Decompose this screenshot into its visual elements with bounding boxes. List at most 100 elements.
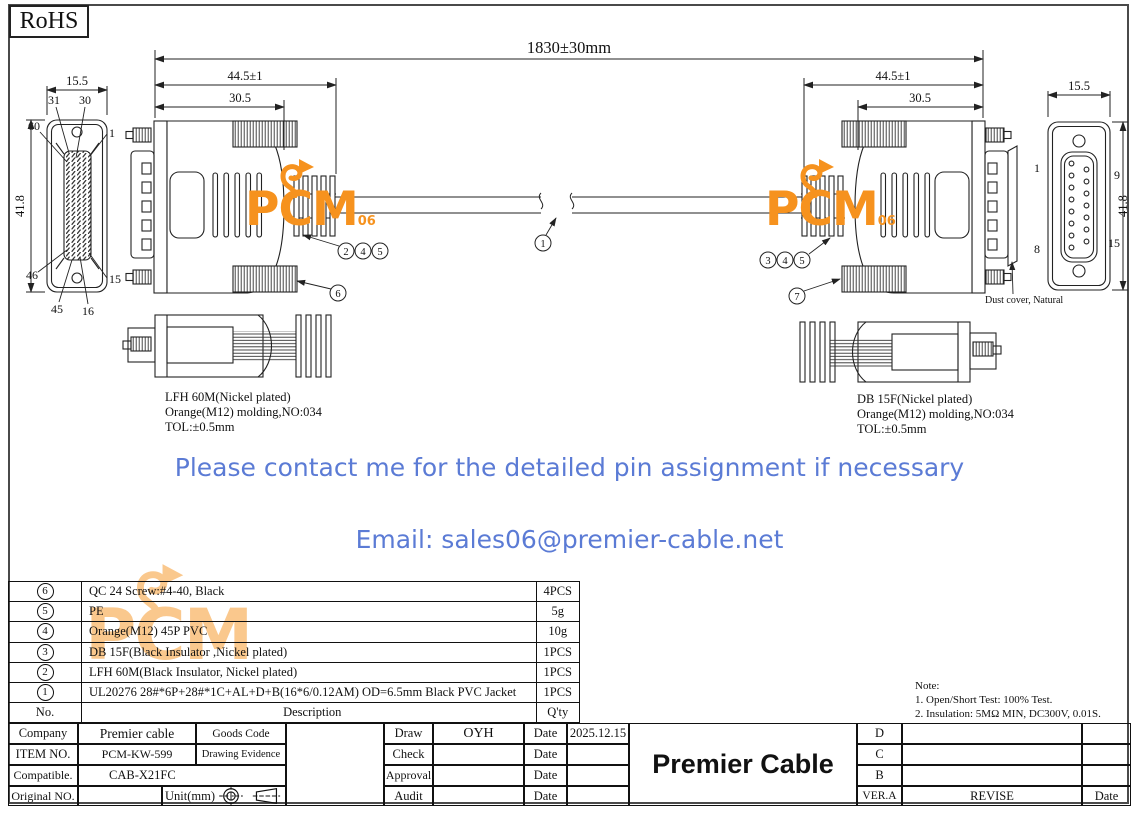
approval-date-value [567, 765, 629, 786]
note-line-2: 2. Insulation: 5MΩ MIN, DC300V, 0.01S. [915, 708, 1101, 720]
audit-value [433, 786, 524, 806]
callout-bubbles: 2 4 5 6 1 3 4 5 7 [329, 234, 811, 305]
bom-description: Orange(M12) 45P PVC [81, 621, 537, 643]
left-connector-back-view [122, 314, 332, 378]
right-face-dimensions [1047, 91, 1128, 291]
pin-label-30: 30 [79, 93, 91, 107]
dim-left-overall: 44.5±1 [228, 69, 263, 83]
rohs-label: RoHS [19, 8, 79, 34]
company-title: Premier Cable [629, 723, 857, 806]
left-connector-side-view [125, 120, 544, 294]
bom-row: 3 DB 15F(Black Insulator ,Nickel plated)… [8, 641, 581, 663]
callout-4: 4 [360, 247, 366, 258]
item-number-bubble: 5 [36, 603, 54, 621]
bom-qty: 10g [535, 621, 581, 643]
bom-qty: 4PCS [535, 580, 581, 603]
dim-right-front: 30.5 [909, 91, 931, 105]
callout-2: 2 [343, 247, 348, 258]
callout-4b: 4 [782, 256, 788, 267]
item-no-label: ITEM NO. [8, 744, 78, 765]
overall-length-dimension [154, 50, 984, 118]
right-connector-side-view [569, 120, 1018, 294]
bom-row: 1 UL20276 28#*6P+28#*1C+AL+D+B(16*6/0.12… [8, 681, 581, 704]
pin-label-45: 45 [51, 302, 63, 316]
bom-row: 4 Orange(M12) 45P PVC 10g [8, 621, 581, 643]
original-no-value [78, 786, 162, 806]
swirl-arrow-icon [280, 159, 314, 198]
technical-drawing: 31 30 1 60 46 15 45 16 15.5 41.8 1830±30… [13, 38, 1130, 436]
unit-cell: Unit(mm) [162, 786, 286, 806]
rohs-badge: RoHS [9, 5, 89, 38]
pcm-watermark-right: PCM06 [765, 159, 896, 233]
compatible-value: CAB-X21FC [78, 765, 286, 786]
audit-date-value [567, 786, 629, 806]
bom-qty: 1PCS [535, 681, 581, 704]
audit-label: Audit [384, 786, 433, 806]
right-connector-label-1: DB 15F(Nickel plated) [857, 392, 972, 406]
sheet-border [8, 4, 1129, 804]
approval-value [433, 765, 524, 786]
item-number-bubble: 4 [36, 623, 54, 641]
left-connector-label-2: Orange(M12) molding,NO:034 [165, 405, 323, 419]
rev-d-desc [902, 723, 1082, 744]
bom-col-no: No. [8, 702, 82, 724]
bom-header-row: No. Description Q'ty [8, 702, 581, 724]
db15-pin-holes [1068, 160, 1090, 251]
bom-row: 2 LFH 60M(Black Insulator, Nickel plated… [8, 661, 581, 683]
drawing-evidence-label: Drawing Evidence [196, 744, 286, 765]
left-connector-label-3: TOL:±0.5mm [165, 420, 235, 434]
watermark-text: PCM [765, 182, 879, 237]
dim-right-face-width: 15.5 [1068, 79, 1090, 93]
pin-label-db-1: 1 [1034, 161, 1040, 175]
bom-description: UL20276 28#*6P+28#*1C+AL+D+B(16*6/0.12AM… [81, 681, 537, 704]
pin-label-15: 15 [109, 272, 121, 286]
bom-description: LFH 60M(Black Insulator, Nickel plated) [81, 661, 537, 683]
bom-qty: 1PCS [535, 661, 581, 683]
callout-5b: 5 [799, 256, 804, 267]
callout-3: 3 [765, 256, 770, 267]
item-number-bubble: 2 [36, 663, 54, 681]
bom-row: 5 PE 5g [8, 601, 581, 623]
contact-notice-line: Please contact me for the detailed pin a… [174, 453, 965, 482]
unit-label: Unit(mm) [165, 788, 215, 803]
contact-email-line: Email: sales06@premier-cable.net [355, 525, 784, 554]
pin-label-db-9: 9 [1114, 168, 1120, 182]
date-label: Date [524, 744, 567, 765]
bom-description: PE [81, 601, 537, 623]
empty-cell [286, 723, 384, 806]
right-connector-face-view [1047, 121, 1111, 291]
pin-label-46: 46 [26, 268, 38, 282]
bom-table: 6 QC 24 Screw:#4-40, Black 4PCS 5 PE 5g … [8, 580, 581, 724]
bom-col-description: Description [81, 702, 537, 724]
note-block: Note: 1. Open/Short Test: 100% Test. 2. … [915, 679, 1130, 721]
bom-description: DB 15F(Black Insulator ,Nickel plated) [81, 641, 537, 663]
rev-c-desc [902, 744, 1082, 765]
item-no-value: PCM-KW-599 [78, 744, 196, 765]
callout-1: 1 [540, 239, 545, 250]
right-side-dimensions [803, 78, 984, 174]
pin-label-1: 1 [109, 126, 115, 140]
revise-label: REVISE [902, 786, 1082, 806]
swirl-arrow-icon [800, 159, 834, 198]
pin-label-60: 60 [28, 119, 40, 133]
draw-value: OYH [433, 723, 524, 744]
bom-qty: 1PCS [535, 641, 581, 663]
pin-label-db-8: 8 [1034, 242, 1040, 256]
dim-overall-length: 1830±30mm [527, 38, 611, 57]
dust-cover-label: Dust cover, Natural [985, 295, 1063, 306]
check-value [433, 744, 524, 765]
check-label: Check [384, 744, 433, 765]
dim-left-front: 30.5 [229, 91, 251, 105]
note-line-1: 1. Open/Short Test: 100% Test. [915, 694, 1053, 706]
watermark-sub: 06 [357, 214, 376, 229]
rev-b-date [1082, 765, 1131, 786]
original-no-label: Original NO. [8, 786, 78, 806]
rev-d-date [1082, 723, 1131, 744]
goods-code-label: Goods Code [196, 723, 286, 744]
approval-label: Approval [384, 765, 433, 786]
pin-label-31: 31 [48, 93, 60, 107]
dim-right-overall: 44.5±1 [876, 69, 911, 83]
pin-leader-lines [37, 106, 108, 305]
rev-row-c: C [857, 744, 902, 765]
callout-7: 7 [794, 292, 799, 303]
